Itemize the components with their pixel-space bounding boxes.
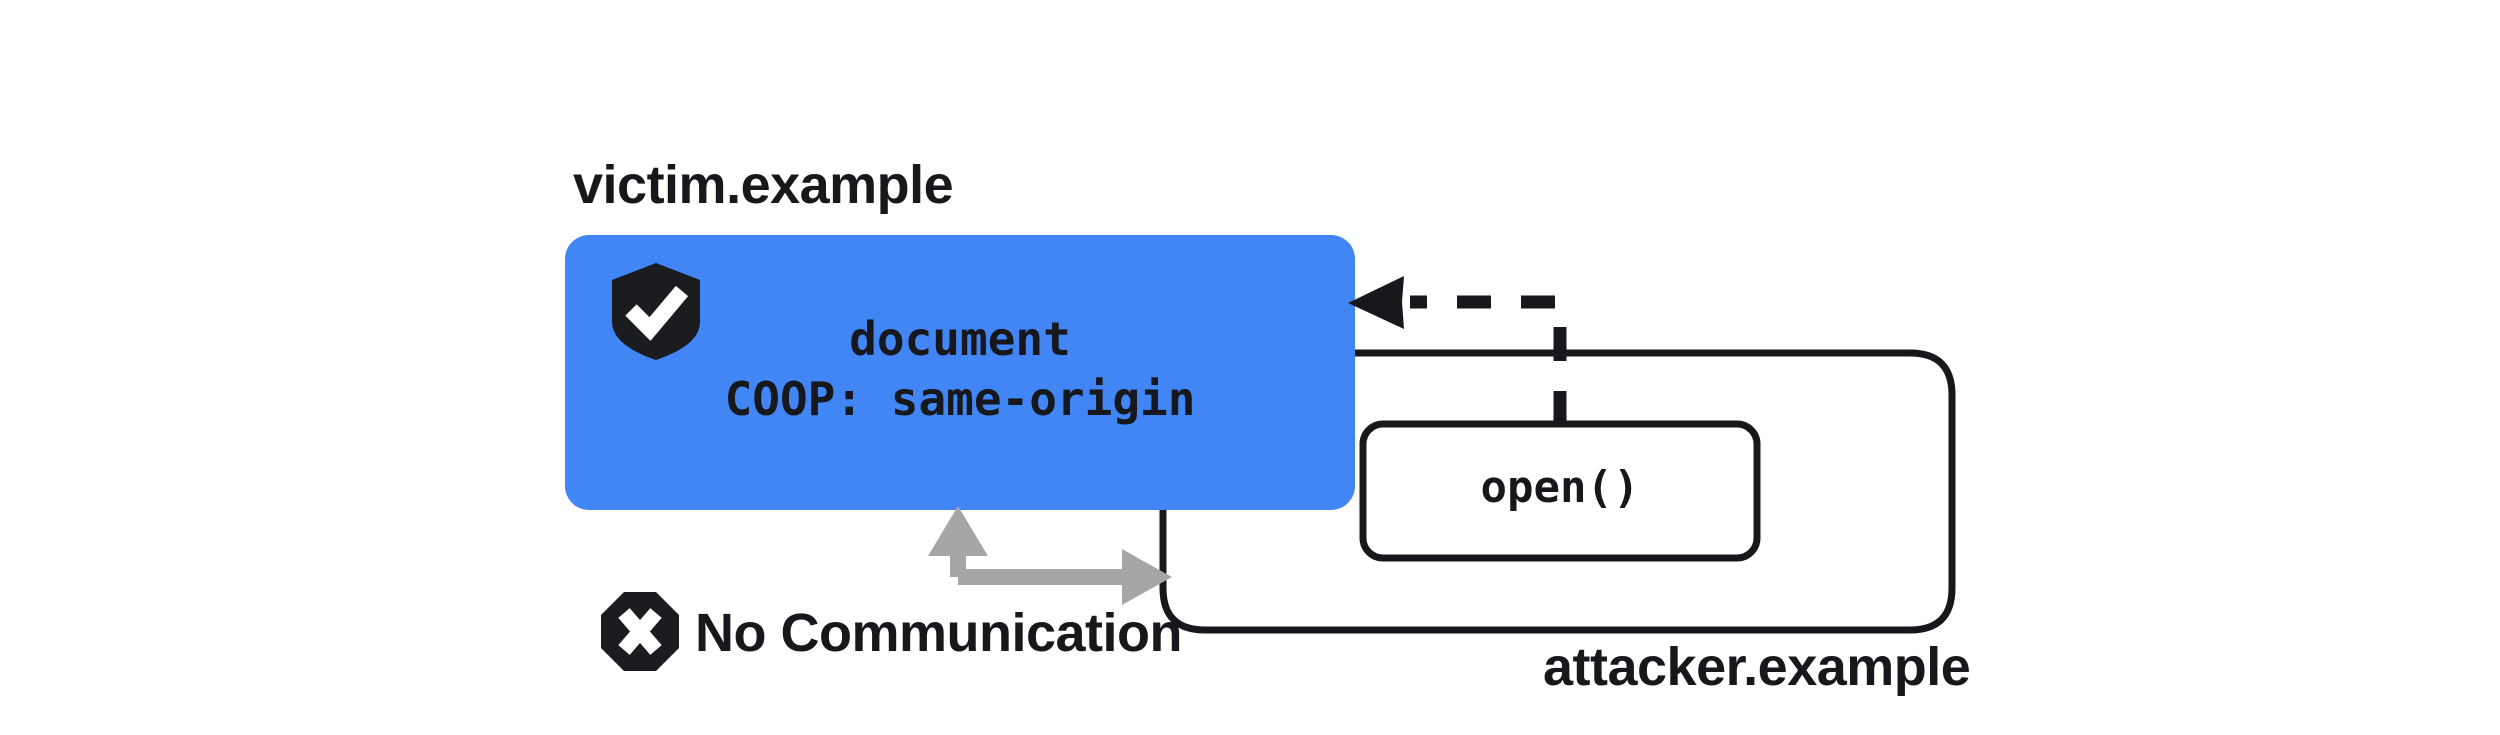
victim-origin-label: victim.example [573,155,954,215]
document-label: document [849,312,1071,366]
octagon-x-icon [601,592,679,671]
open-popup-box [1359,420,1761,562]
victim-document-text: document COOP: same-origin [565,310,1355,430]
open-call-label: open() [1480,462,1640,513]
dashed-open-arrow [1348,276,1567,425]
attacker-context-outline [1159,349,1956,634]
attacker-origin-label: attacker.example [1543,637,1971,697]
coop-header-label: COOP: same-origin [724,371,1196,426]
victim-frame-shape [565,235,1355,510]
shield-check-icon [612,263,700,360]
blocked-communication-arrow [928,506,1172,605]
no-communication-label: No Communication [695,603,1183,663]
